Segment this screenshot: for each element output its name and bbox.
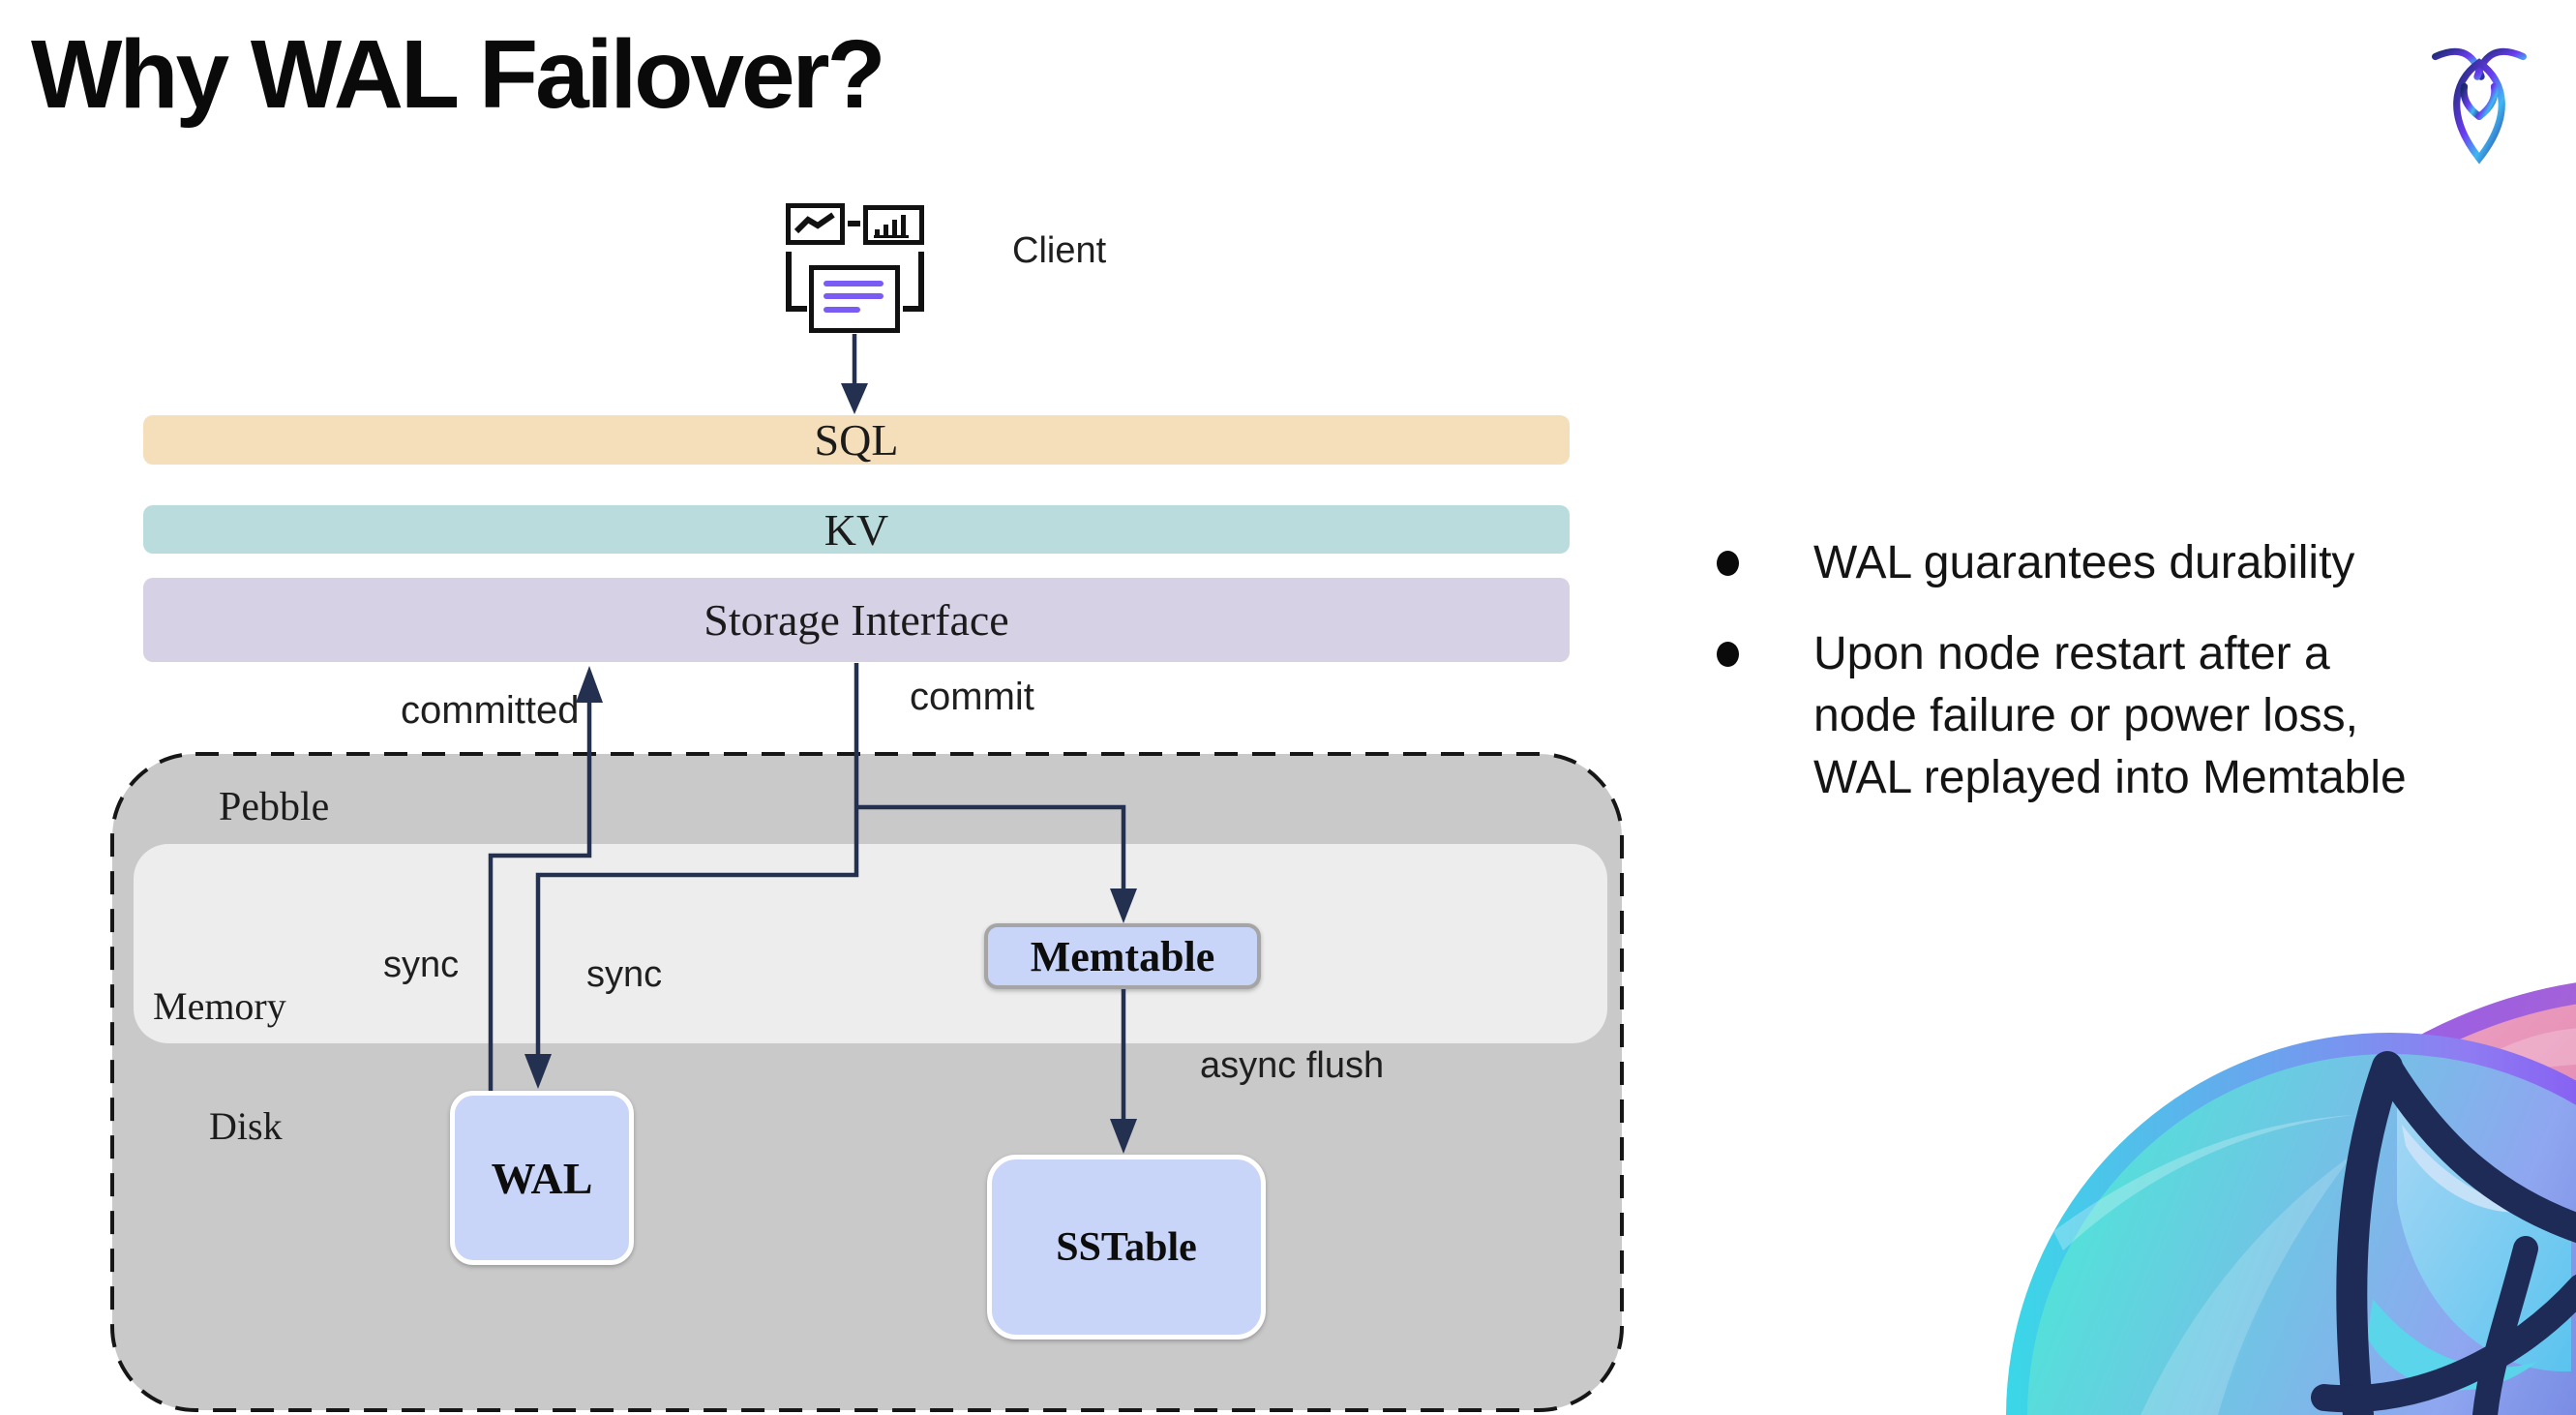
memory-zone-label: Memory [153,984,286,1028]
edge-label-committed: committed [401,689,580,732]
cockroachdb-logo-icon [2432,47,2527,165]
pebble-label: Pebble [219,785,330,829]
document-line [824,293,884,299]
arrowhead-up [576,666,603,703]
sstable-node: SSTable [987,1155,1266,1340]
bracket-right [918,252,924,312]
edge-label-commit: commit [910,676,1034,718]
dash-connector [848,221,860,226]
edge-label-async-flush: async flush [1200,1045,1385,1086]
client-label: Client [1012,230,1107,271]
wal-node: WAL [450,1091,634,1265]
layer-sql: SQL [143,415,1570,465]
edge-label-sync-left: sync [383,945,460,985]
memory-band [134,844,1607,1043]
bracket-left [786,252,792,312]
document-line [824,307,860,313]
bullet-item: Upon node restart after a node failure o… [1713,623,2433,809]
edge-label-sync-right: sync [586,954,663,995]
page-title: Why WAL Failover? [31,20,886,129]
bullet-list: WAL guarantees durability Upon node rest… [1713,532,2448,838]
document-icon [809,265,900,333]
bar-chart-icon [863,205,924,245]
layer-kv: KV [143,504,1570,555]
bullet-item: WAL guarantees durability [1713,532,2433,594]
arrowhead-down [841,383,868,414]
sstable-label: SSTable [1056,1224,1197,1270]
bracket-right-foot [903,306,924,312]
line-chart-icon [786,203,845,245]
cockroachdb-brand-art [2006,982,2576,1415]
memtable-label: Memtable [1030,932,1215,980]
layer-kv-label: KV [824,504,889,555]
bracket-left-foot [786,306,807,312]
wal-label: WAL [491,1153,593,1203]
memtable-node: Memtable [984,923,1261,989]
disk-zone-label: Disk [209,1104,283,1148]
layer-storage-interface-label: Storage Interface [704,595,1009,645]
document-line [824,281,884,286]
layer-sql-label: SQL [814,415,899,465]
layer-storage-interface: Storage Interface [143,578,1570,662]
